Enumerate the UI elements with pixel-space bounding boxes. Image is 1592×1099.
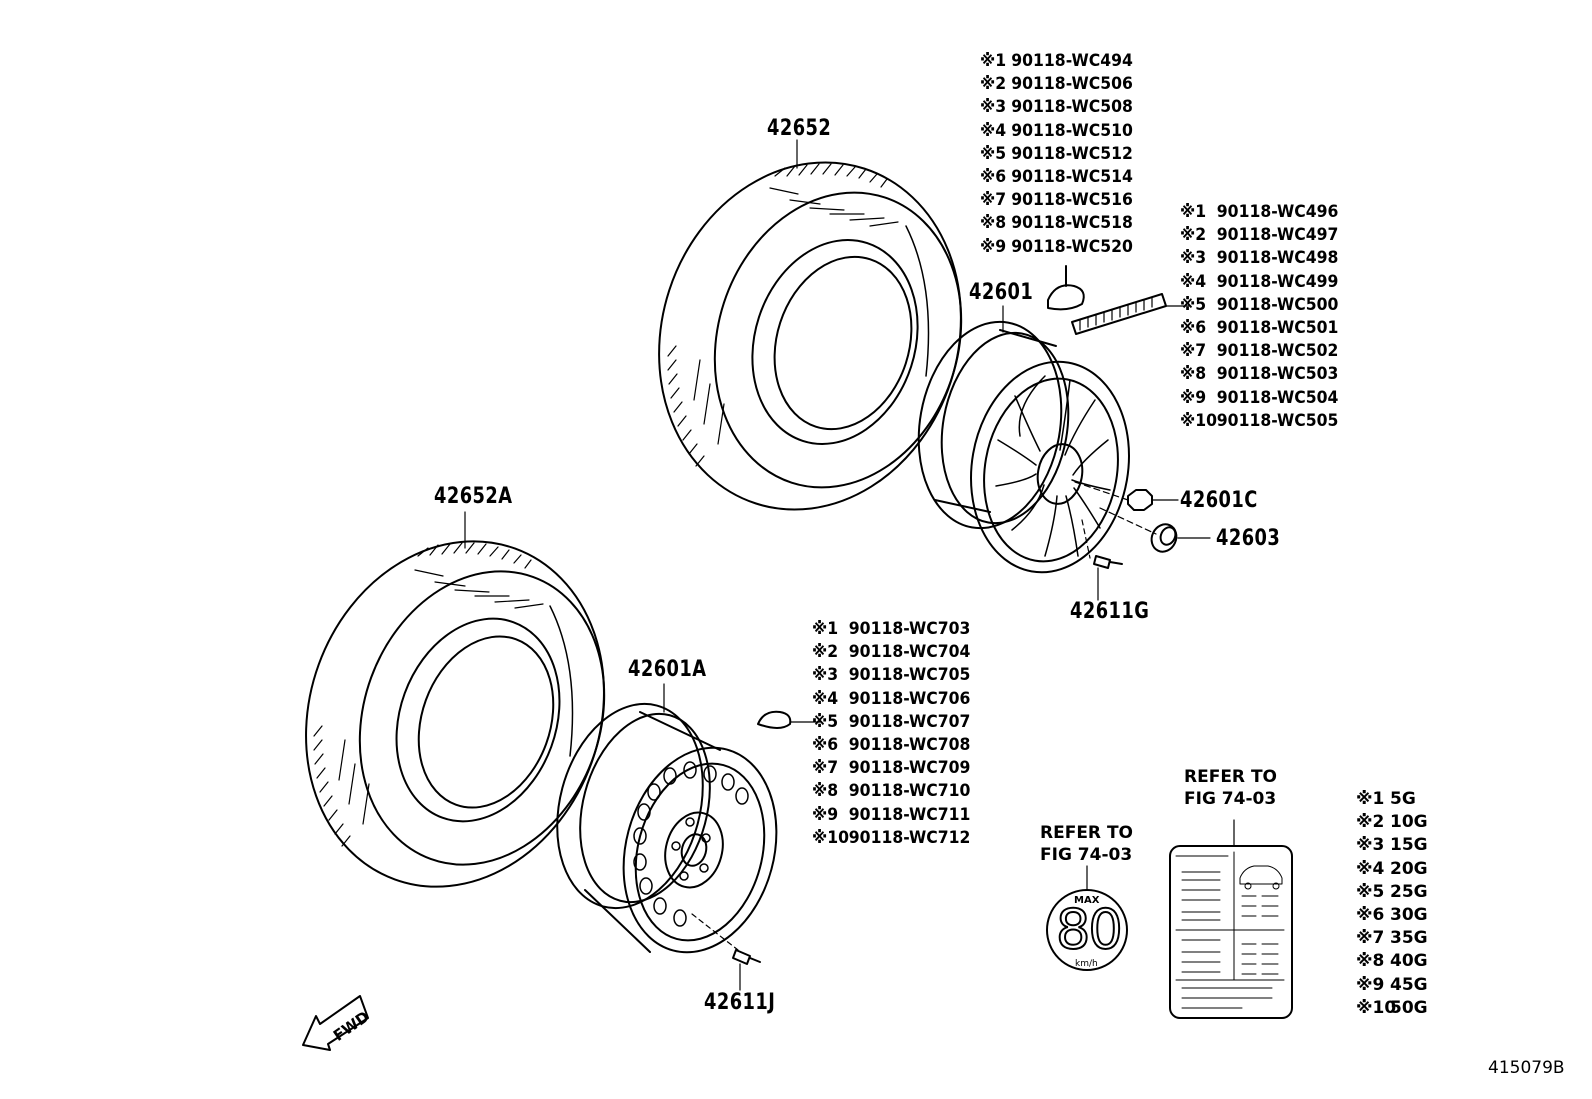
part-label-nut[interactable]: 42601C bbox=[1180, 488, 1258, 513]
fwd-arrow-icon bbox=[302, 995, 369, 1051]
part-label-cap[interactable]: 42603 bbox=[1216, 526, 1281, 551]
refer-note-speed[interactable]: REFER TO FIG 74-03 bbox=[1040, 823, 1133, 865]
part-label-valve-upper[interactable]: 42611G bbox=[1070, 599, 1150, 624]
valve-upper[interactable] bbox=[1081, 519, 1123, 601]
part-label-tire-upper[interactable]: 42652 bbox=[767, 116, 832, 141]
part-label-valve-lower[interactable]: 42611J bbox=[704, 990, 776, 1015]
valve-lower[interactable] bbox=[691, 913, 761, 991]
list-item: ※1050G bbox=[1356, 997, 1428, 1018]
speed-label-sticker[interactable] bbox=[1046, 865, 1128, 971]
tire-lower[interactable] bbox=[259, 499, 652, 929]
wheel-lower[interactable] bbox=[535, 687, 798, 969]
list-item[interactable]: ※1090118-WC505 bbox=[1180, 410, 1339, 431]
weight-strip-upper[interactable] bbox=[1071, 293, 1191, 335]
refer-note-placard[interactable]: REFER TO FIG 74-03 bbox=[1184, 767, 1277, 809]
center-cap[interactable] bbox=[1099, 507, 1211, 556]
tire-placard[interactable] bbox=[1169, 819, 1293, 1019]
part-label-wheel-upper[interactable]: 42601 bbox=[969, 280, 1034, 305]
part-label-tire-lower[interactable]: 42652A bbox=[434, 484, 513, 509]
speed-label-unit: km/h bbox=[1075, 959, 1098, 969]
tire-upper[interactable] bbox=[615, 123, 1005, 549]
wheel-upper[interactable] bbox=[903, 310, 1145, 585]
sensor-lower[interactable] bbox=[757, 710, 821, 729]
list-item[interactable]: ※1090118-WC712 bbox=[812, 827, 971, 848]
part-label-wheel-lower[interactable]: 42601A bbox=[628, 657, 707, 682]
speed-label-value: 80 bbox=[1055, 897, 1124, 962]
figure-id: 415079B bbox=[1488, 1058, 1565, 1078]
speed-label-max: MAX bbox=[1074, 895, 1100, 906]
sensor-upper[interactable] bbox=[1047, 265, 1085, 311]
hub-nut[interactable] bbox=[1074, 481, 1179, 511]
